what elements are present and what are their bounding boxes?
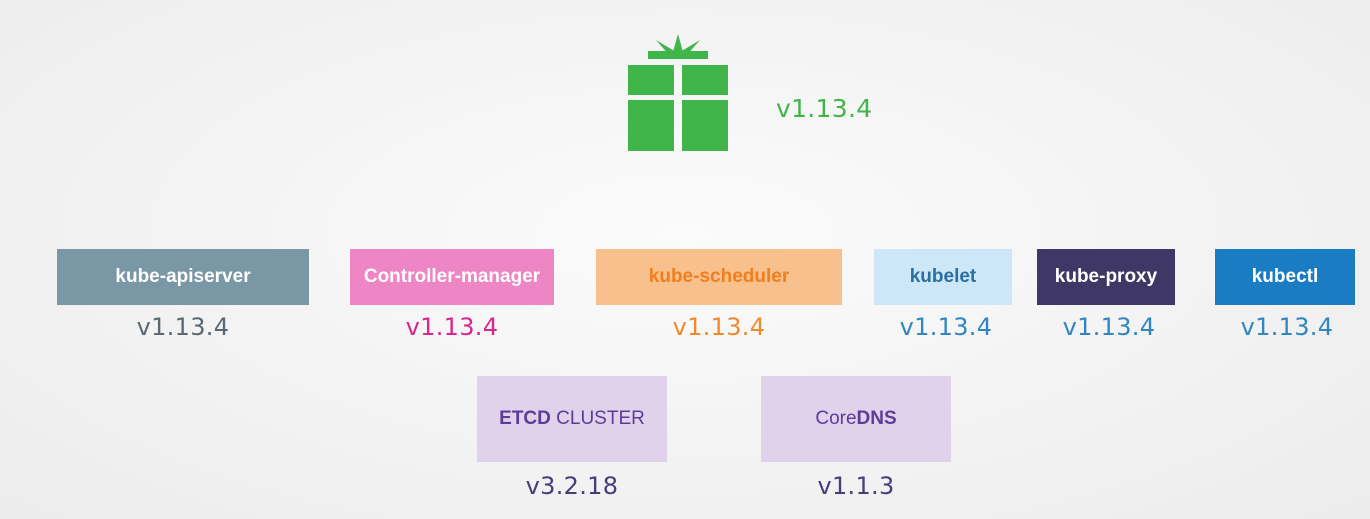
component-label: kubectl [1251,266,1319,287]
component-version: v1.13.4 [136,313,230,341]
component-version: v1.13.4 [1062,313,1156,341]
component-kube-proxy: kube-proxy [1037,249,1175,305]
etcd-label-bold: ETCD [499,408,551,429]
etcd-label-rest: CLUSTER [550,408,645,429]
component-version: v1.13.4 [405,313,499,341]
component-version: v1.13.4 [672,313,766,341]
etcd-cluster-box: ETCD CLUSTER [477,376,667,462]
coredns-label-bold: DNS [856,408,897,429]
component-label: kube-scheduler [648,266,790,287]
component-kube-scheduler: kube-scheduler [596,249,842,305]
etcd-version: v3.2.18 [525,472,619,500]
coredns-label-normal: Core [815,408,857,429]
component-kubelet: kubelet [874,249,1012,305]
package-version: v1.13.4 [776,94,873,123]
component-controller-manager: Controller-manager [350,249,554,305]
component-label: Controller-manager [363,266,541,287]
component-version: v1.13.4 [899,313,993,341]
component-label: kube-apiserver [115,266,251,287]
gift-icon [628,34,728,151]
component-label: kubelet [909,266,977,287]
component-kube-apiserver: kube-apiserver [57,249,309,305]
component-kubectl: kubectl [1215,249,1355,305]
component-label: kube-proxy [1054,266,1158,287]
component-version: v1.13.4 [1240,313,1334,341]
coredns-version: v1.1.3 [817,472,895,500]
